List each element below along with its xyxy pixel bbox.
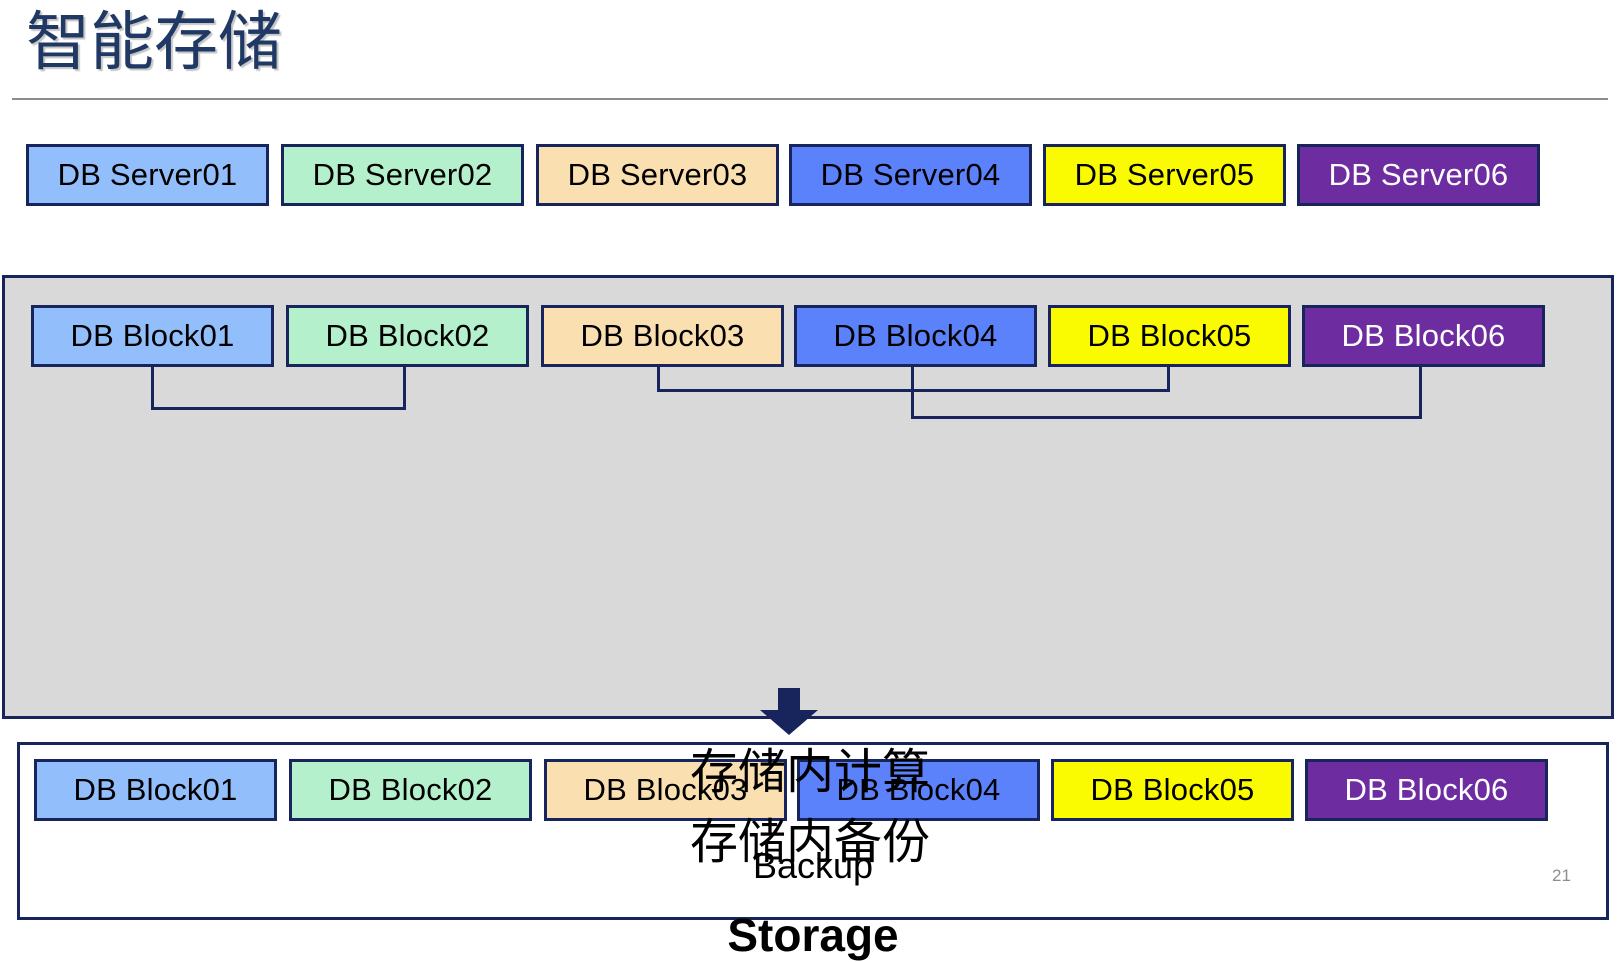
title-divider [12, 98, 1608, 100]
storage-container: DB Block01 DB Block02 DB Block03 DB Bloc… [2, 275, 1614, 961]
db-server-03[interactable]: DB Server03 [536, 144, 779, 206]
db-server-05[interactable]: DB Server05 [1043, 144, 1286, 206]
connector-block02-stem [403, 367, 406, 410]
primary-db-block-05[interactable]: DB Block05 [1048, 305, 1291, 367]
db-server-04[interactable]: DB Server04 [789, 144, 1032, 206]
backup-db-block-06[interactable]: DB Block06 [1305, 759, 1548, 821]
db-server-06[interactable]: DB Server06 [1297, 144, 1540, 206]
primary-db-block-06[interactable]: DB Block06 [1302, 305, 1545, 367]
backup-label: Backup [752, 845, 874, 886]
page-title: 智能存储 [26, 6, 282, 78]
connector-block05-stem [1167, 367, 1170, 392]
caption-block: 存储内计算 存储内备份 [0, 738, 1620, 877]
db-server-02[interactable]: DB Server02 [281, 144, 524, 206]
backup-db-block-05[interactable]: DB Block05 [1051, 759, 1294, 821]
primary-db-block-03[interactable]: DB Block03 [541, 305, 784, 367]
backup-db-block-02[interactable]: DB Block02 [289, 759, 532, 821]
storage-label: Storage [727, 909, 899, 961]
caption-line-2: 存储内备份 [689, 815, 930, 869]
connector-block06-stem [1419, 367, 1422, 419]
backup-box: DB Block01 DB Block02 DB Block03 DB Bloc… [17, 742, 1609, 920]
primary-db-block-01[interactable]: DB Block01 [31, 305, 274, 367]
primary-db-block-04[interactable]: DB Block04 [794, 305, 1037, 367]
primary-db-block-02[interactable]: DB Block02 [286, 305, 529, 367]
page-number: 21 [1552, 866, 1571, 885]
down-arrow-icon [758, 688, 820, 736]
backup-db-block-04[interactable]: DB Block04 [797, 759, 1040, 821]
connector-group3-bridge [911, 416, 1422, 419]
db-server-01[interactable]: DB Server01 [26, 144, 269, 206]
backup-db-block-01[interactable]: DB Block01 [34, 759, 277, 821]
connector-block03-stem [657, 367, 660, 392]
connector-block04-stem [911, 367, 914, 419]
caption-line-1: 存储内计算 [689, 746, 930, 799]
connector-group1-bridge [151, 407, 406, 410]
connector-block01-stem [151, 367, 154, 410]
backup-db-block-03[interactable]: DB Block03 [544, 759, 787, 821]
